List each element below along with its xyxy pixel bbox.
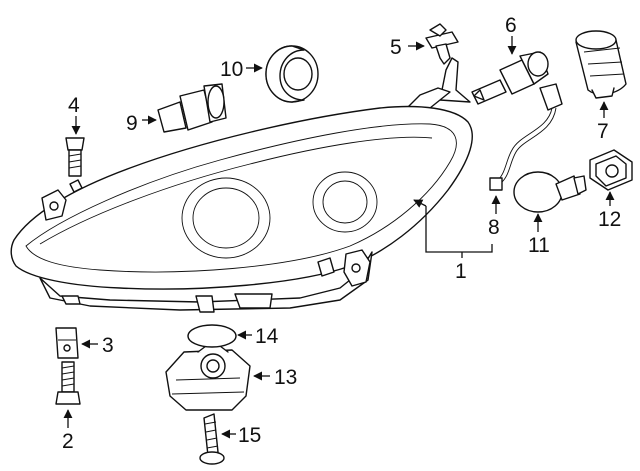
callout-11: 11	[528, 234, 550, 257]
callout-7: 7	[597, 120, 609, 143]
retainer-5	[425, 23, 459, 65]
callout-3: 3	[102, 334, 114, 357]
bulb-11	[513, 171, 587, 213]
leader-1	[425, 206, 493, 253]
callout-1: 1	[455, 260, 467, 283]
socket-wire-8	[489, 83, 563, 191]
bolt-2	[55, 361, 81, 405]
callout-8: 8	[488, 216, 500, 239]
seal-ring-10	[265, 45, 319, 103]
callout-12: 12	[598, 208, 621, 231]
callout-9: 9	[126, 112, 138, 135]
callout-13: 13	[274, 366, 297, 389]
headlamp-assembly	[10, 57, 473, 313]
bolt-4	[65, 137, 85, 177]
dust-cap-7	[575, 30, 627, 99]
ballast-module-13	[165, 345, 251, 411]
screw-15	[199, 413, 225, 465]
callout-14: 14	[255, 325, 279, 348]
callout-6: 6	[505, 14, 517, 37]
callout-15: 15	[238, 424, 261, 447]
bulb-9	[157, 83, 227, 133]
callout-2: 2	[62, 430, 74, 453]
bulb-6	[471, 51, 549, 105]
clip-nut-3	[55, 327, 79, 359]
socket-12	[589, 149, 633, 191]
o-ring-14	[187, 324, 237, 348]
callout-4: 4	[68, 94, 80, 117]
callout-10: 10	[220, 58, 243, 81]
callout-5: 5	[390, 36, 402, 59]
